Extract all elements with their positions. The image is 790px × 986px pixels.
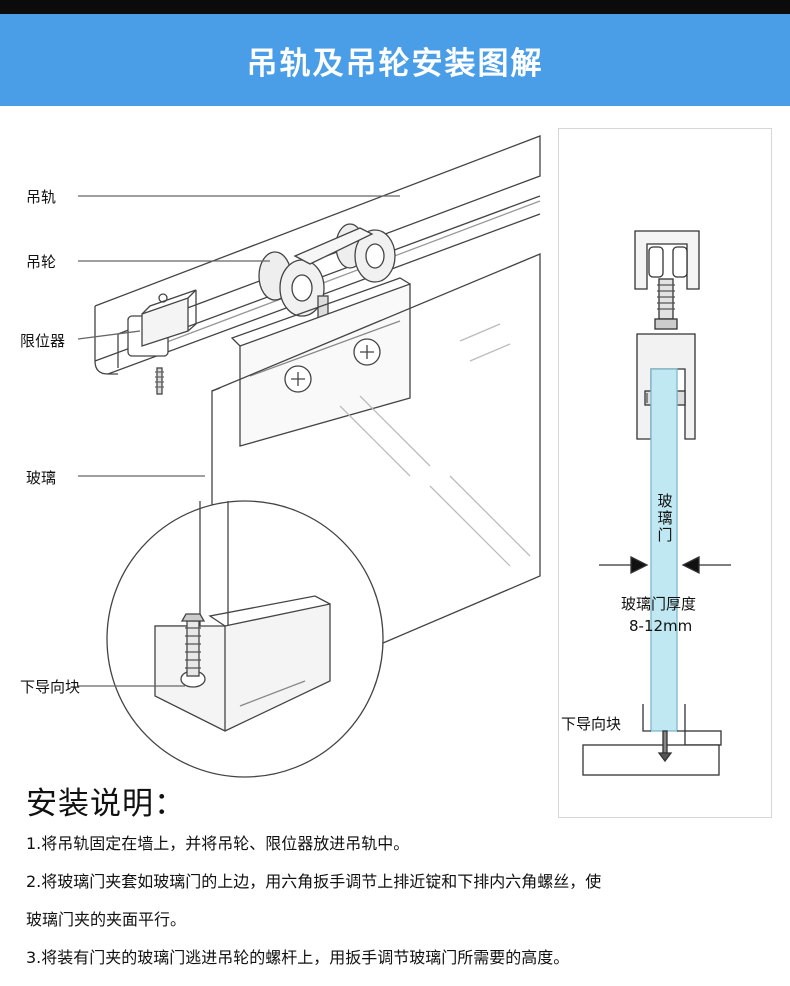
glass-door-char-1: 玻 [657, 492, 673, 510]
instructions-title: 安装说明： [26, 786, 186, 822]
guide-label-side: 下导向块 [561, 715, 622, 733]
thickness-label: 玻璃门厚度 [621, 595, 697, 613]
cross-section-panel: 玻 璃 门 玻璃门厚度 8-12mm 下导向块 [558, 128, 772, 818]
main-diagram: 吊轨 吊轮 限位器 玻璃 下导向块 [0, 106, 550, 786]
label-rail: 吊轨 [26, 188, 57, 206]
page-title: 吊轨及吊轮安装图解 [246, 45, 544, 82]
instruction-step-2: 2.将玻璃门夹套如玻璃门的上边，用六角扳手调节上排近锭和下排内六角螺丝，使 [26, 872, 602, 891]
instruction-step-2-cont: 玻璃门夹的夹面平行。 [26, 910, 187, 929]
cross-section-illustration [582, 230, 731, 776]
glass-door-char-3: 门 [657, 526, 673, 544]
label-stopper: 限位器 [20, 332, 66, 350]
instruction-step-1: 1.将吊轨固定在墙上，并将吊轮、限位器放进吊轨中。 [26, 834, 410, 853]
rail-assembly-illustration [77, 135, 541, 778]
thickness-value: 8-12mm [629, 617, 693, 635]
label-glass: 玻璃 [26, 469, 57, 487]
glass-door-vertical-label: 玻 璃 门 [655, 493, 675, 544]
label-guide: 下导向块 [20, 678, 81, 696]
header-banner: 吊轨及吊轮安装图解 [0, 14, 790, 106]
label-wheel: 吊轮 [26, 253, 57, 271]
instruction-step-3: 3.将装有门夹的玻璃门逃进吊轮的螺杆上，用扳手调节玻璃门所需要的高度。 [26, 948, 570, 967]
glass-door-char-2: 璃 [657, 509, 673, 527]
top-bar [0, 0, 790, 14]
